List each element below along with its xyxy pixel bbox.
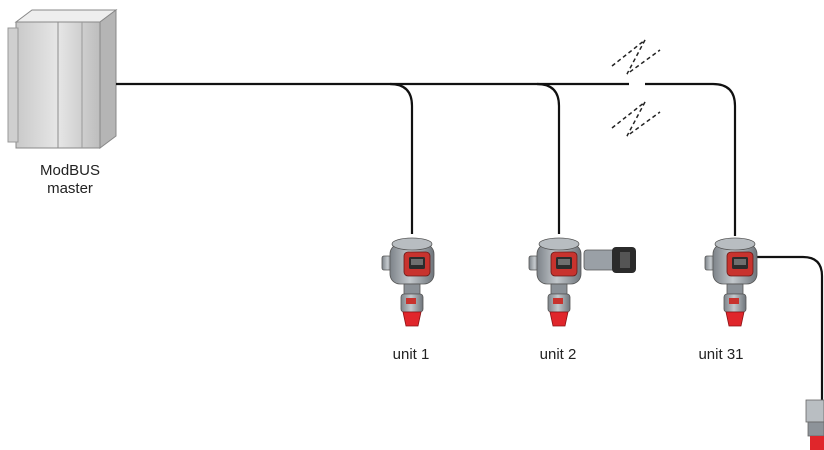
unit-31-label: unit 31 <box>698 346 744 363</box>
master-label-line2: master <box>47 180 93 197</box>
modbus-master-cabinet-icon <box>7 9 118 149</box>
master-label-line1: ModBUS <box>39 162 101 179</box>
gas-detector-unit-31 <box>704 237 758 327</box>
unit-2-label: unit 2 <box>539 346 577 363</box>
gas-detector-unit-1 <box>381 237 435 327</box>
unit-1-label: unit 1 <box>392 346 430 363</box>
modbus-bus-line <box>116 82 824 450</box>
gas-detector-partial <box>805 399 824 450</box>
gas-detector-unit-2 <box>528 237 636 327</box>
master-label: ModBUS master <box>20 162 120 198</box>
cable-break-icon <box>611 39 661 137</box>
